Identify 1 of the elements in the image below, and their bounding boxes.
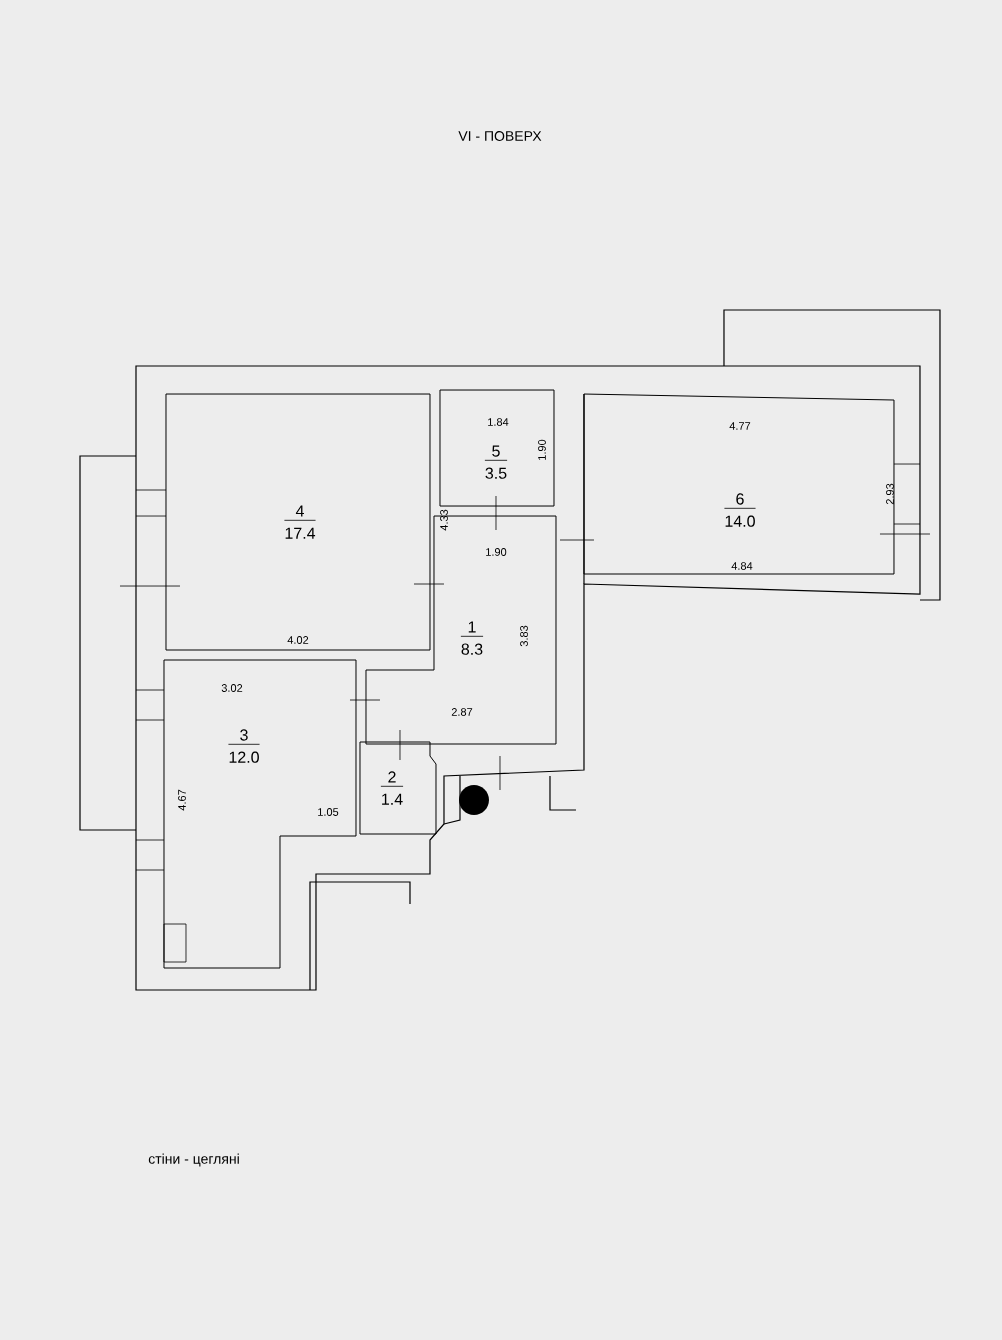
room: 2 1.4 bbox=[359, 741, 437, 835]
